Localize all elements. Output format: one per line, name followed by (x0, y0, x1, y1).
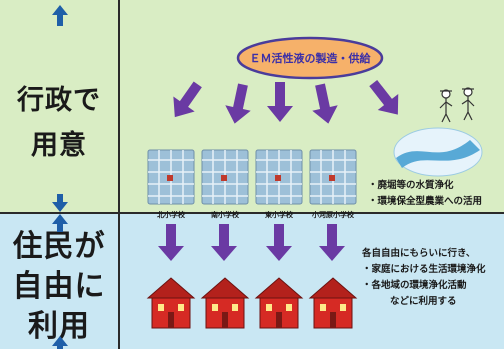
arrow-icon (158, 224, 184, 261)
label-government-line1: 行政で (17, 85, 101, 116)
label-government-line2: 用意 (31, 130, 87, 161)
tank-icon (201, 149, 249, 205)
em-supply-node: ＥＭ活性液の製造・供給 (236, 36, 384, 80)
top-notes: ・廃堀等の水質浄化 ・環境保全型農業への活用 (368, 178, 482, 210)
farmer-icon (461, 87, 475, 121)
arrow-icon (267, 82, 293, 122)
tank-icon (309, 149, 357, 205)
down-arrow-icon (52, 194, 68, 212)
school-label-east: 東小学校 (265, 211, 293, 219)
note-collect-freely: 各自自由にもらいに行き、 (362, 248, 476, 259)
house-icon (146, 277, 196, 329)
residents-band (0, 213, 504, 349)
label-residents-line1: 住民が (12, 229, 106, 264)
em-supply-label: ＥＭ活性液の製造・供給 (250, 51, 372, 65)
top-arrows (173, 80, 399, 124)
horizontal-divider (0, 212, 504, 214)
school-label-north: 北小学校 (157, 211, 185, 219)
arrow-icon (319, 224, 345, 261)
arrow-icon (225, 83, 251, 124)
up-arrow-icon (52, 336, 68, 349)
label-residents-line2: 自由に (12, 269, 106, 304)
government-band (0, 0, 504, 213)
house-icon (254, 277, 304, 329)
up-arrow-icon (52, 214, 68, 232)
tank-icon (255, 149, 303, 205)
arrow-icon (173, 81, 202, 118)
tanks (147, 149, 357, 205)
note-agriculture: ・環境保全型農業への活用 (368, 196, 483, 207)
waterway-icon (393, 127, 483, 177)
note-community-activity: ・各地域の環境浄化活動 (362, 280, 467, 291)
vertical-divider (118, 0, 120, 349)
arrow-icon (369, 80, 399, 115)
house-icon (200, 277, 250, 329)
bottom-notes: 各自自由にもらいに行き、 ・家庭における生活環境浄化 ・各地域の環境浄化活動 な… (362, 246, 486, 310)
tank-icon (147, 149, 195, 205)
bottom-arrows (158, 224, 345, 261)
school-label-ogawara: 小河原小学校 (312, 211, 354, 219)
arrow-icon (266, 224, 292, 261)
up-arrow-icon (52, 5, 68, 26)
note-usage: などに利用する (390, 296, 457, 307)
note-home-purification: ・家庭における生活環境浄化 (362, 264, 486, 275)
school-label-south: 南小学校 (211, 211, 239, 219)
side-arrows (52, 5, 68, 349)
house-icon (308, 277, 358, 329)
houses (146, 277, 358, 329)
arrow-icon (312, 83, 338, 124)
arrow-icon (211, 224, 237, 261)
farmer-icon (439, 89, 453, 123)
note-water-purification: ・廃堀等の水質浄化 (368, 180, 454, 191)
